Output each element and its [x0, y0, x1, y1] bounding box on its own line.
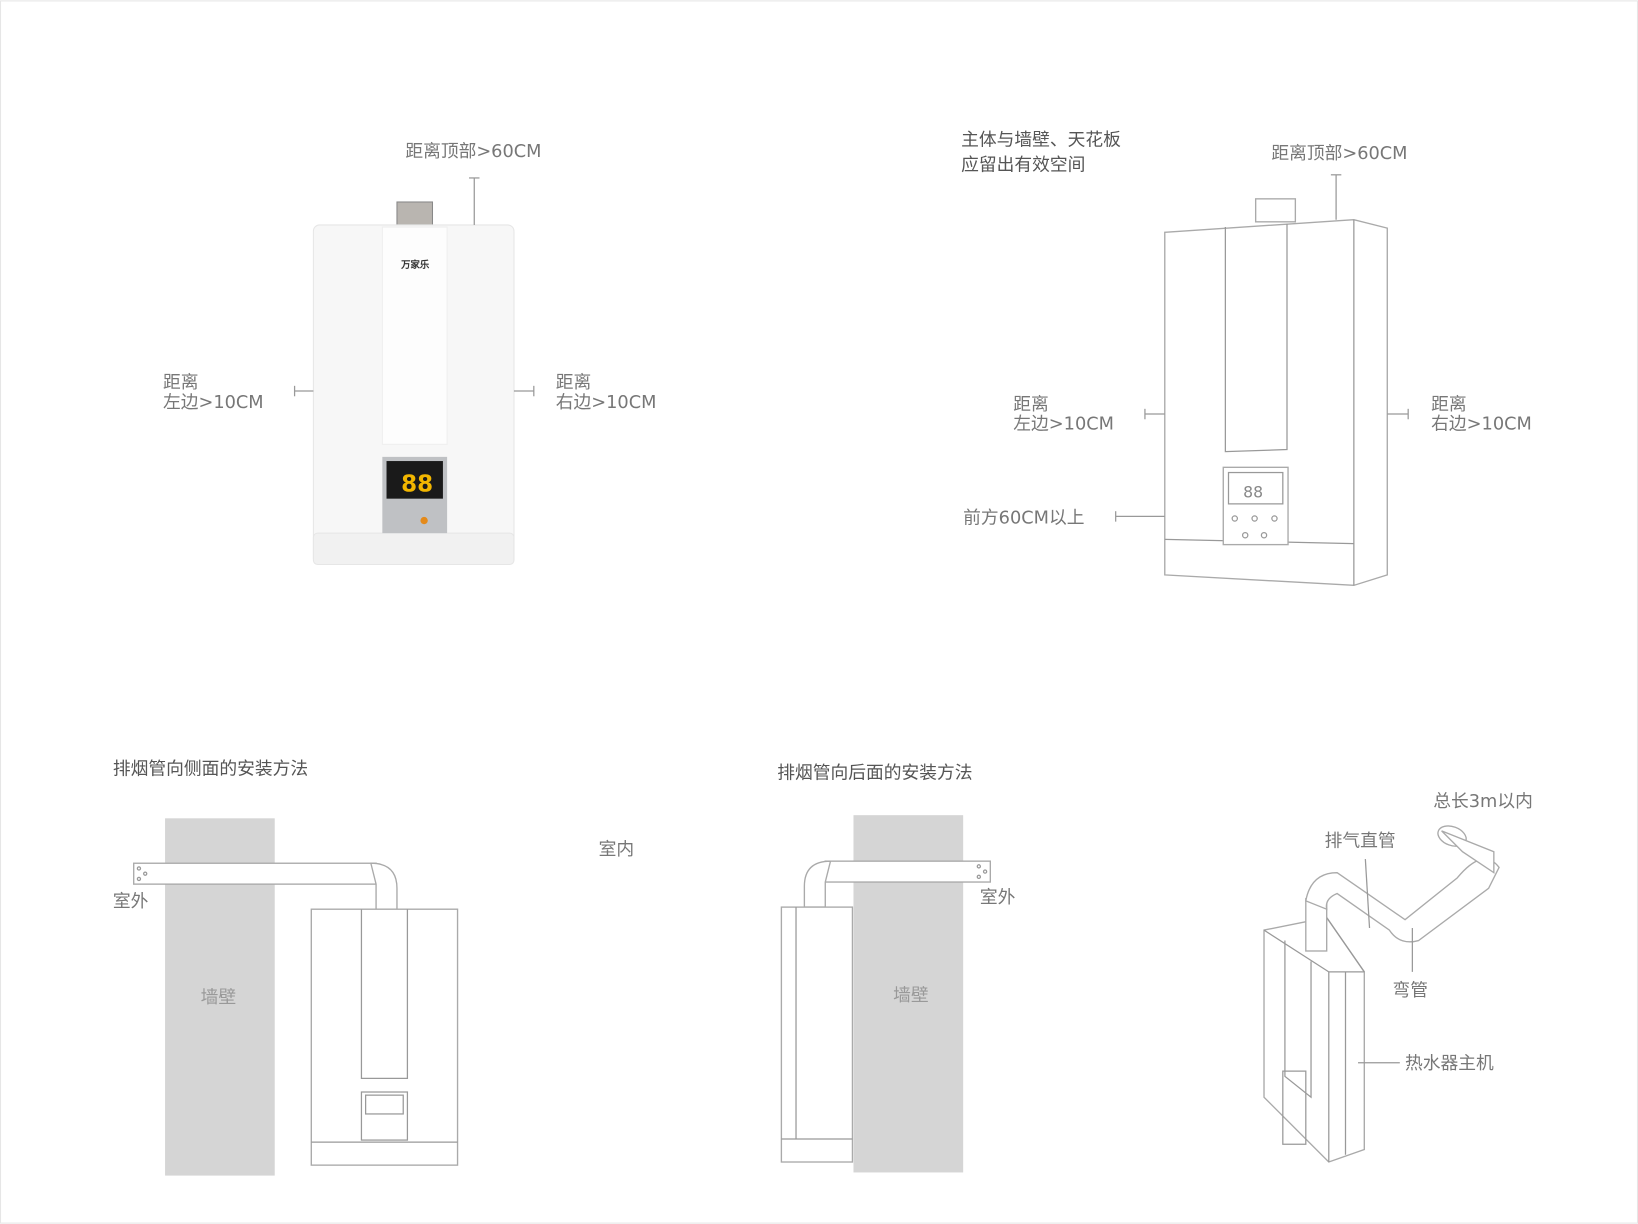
straight-pipe-label: 排气直管: [1325, 831, 1396, 852]
indoor-label: 室内: [599, 839, 635, 860]
left-clearance-label-1: 距离: [163, 372, 199, 393]
space-note-2: 应留出有效空间: [961, 155, 1085, 176]
brand-logo: 万家乐: [400, 259, 430, 271]
water-heater-front-outline: [310, 908, 459, 1166]
left-clearance-label-2: 左边>10CM: [163, 392, 264, 413]
right-clearance-label-2: 右边>10CM: [556, 392, 657, 413]
outdoor-label: 室外: [113, 891, 149, 912]
wall-label: 墙壁: [201, 987, 237, 1008]
left-clearance-label-b2: 左边>10CM: [1013, 414, 1114, 435]
water-heater-outline: 88: [1164, 198, 1388, 587]
front-clearance-label: 前方60CM以上: [963, 508, 1084, 529]
water-heater-side-outline: [780, 906, 854, 1163]
total-length-label: 总长3m以内: [1433, 791, 1533, 812]
outdoor-label-2: 室外: [980, 887, 1016, 908]
top-clearance-label: 距离顶部>60CM: [405, 141, 541, 162]
left-clearance-label-b1: 距离: [1013, 394, 1049, 415]
back-method-title: 排烟管向后面的安装方法: [777, 763, 972, 784]
top-clearance-label-2: 距离顶部>60CM: [1271, 143, 1407, 164]
display-digits-outline: 88: [1243, 483, 1263, 502]
elbow-label: 弯管: [1393, 980, 1429, 1001]
back-exhaust-pipe: [803, 860, 992, 908]
main-unit-label: 热水器主机: [1405, 1053, 1494, 1074]
right-clearance-label-1: 距离: [556, 372, 592, 393]
right-clearance-label-b2: 右边>10CM: [1431, 414, 1532, 435]
side-exhaust-pipe: [133, 862, 398, 910]
isometric-heater-pipe: [1263, 825, 1500, 1163]
water-heater-photo: 88 万家乐: [312, 201, 515, 565]
side-method-title: 排烟管向侧面的安装方法: [113, 758, 308, 779]
right-clearance-label-b1: 距离: [1431, 394, 1467, 415]
display-digits: 88: [401, 471, 433, 497]
space-note-1: 主体与墙壁、天花板: [961, 130, 1121, 151]
wall-label-2: 墙壁: [893, 985, 929, 1006]
